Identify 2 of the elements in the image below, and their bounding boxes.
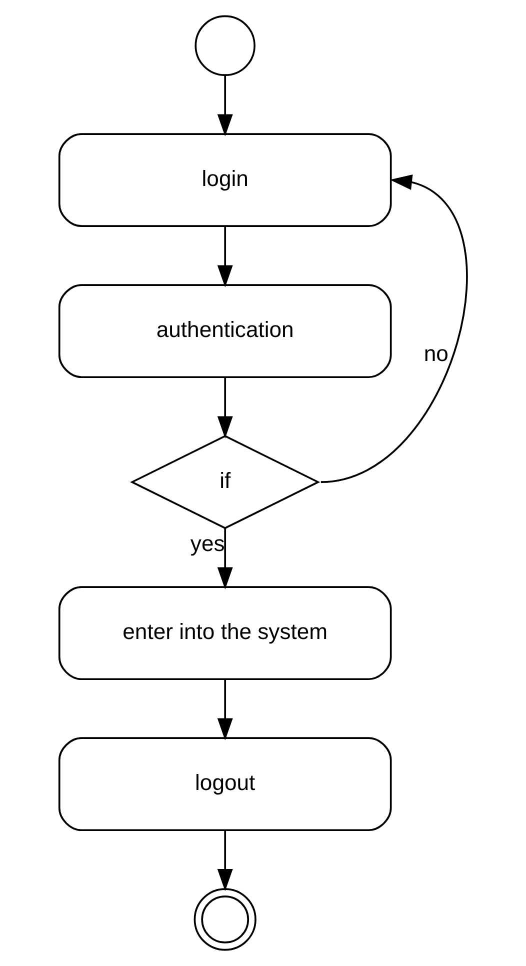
- edge-label: yes: [190, 531, 224, 556]
- edge-label: no: [423, 340, 448, 366]
